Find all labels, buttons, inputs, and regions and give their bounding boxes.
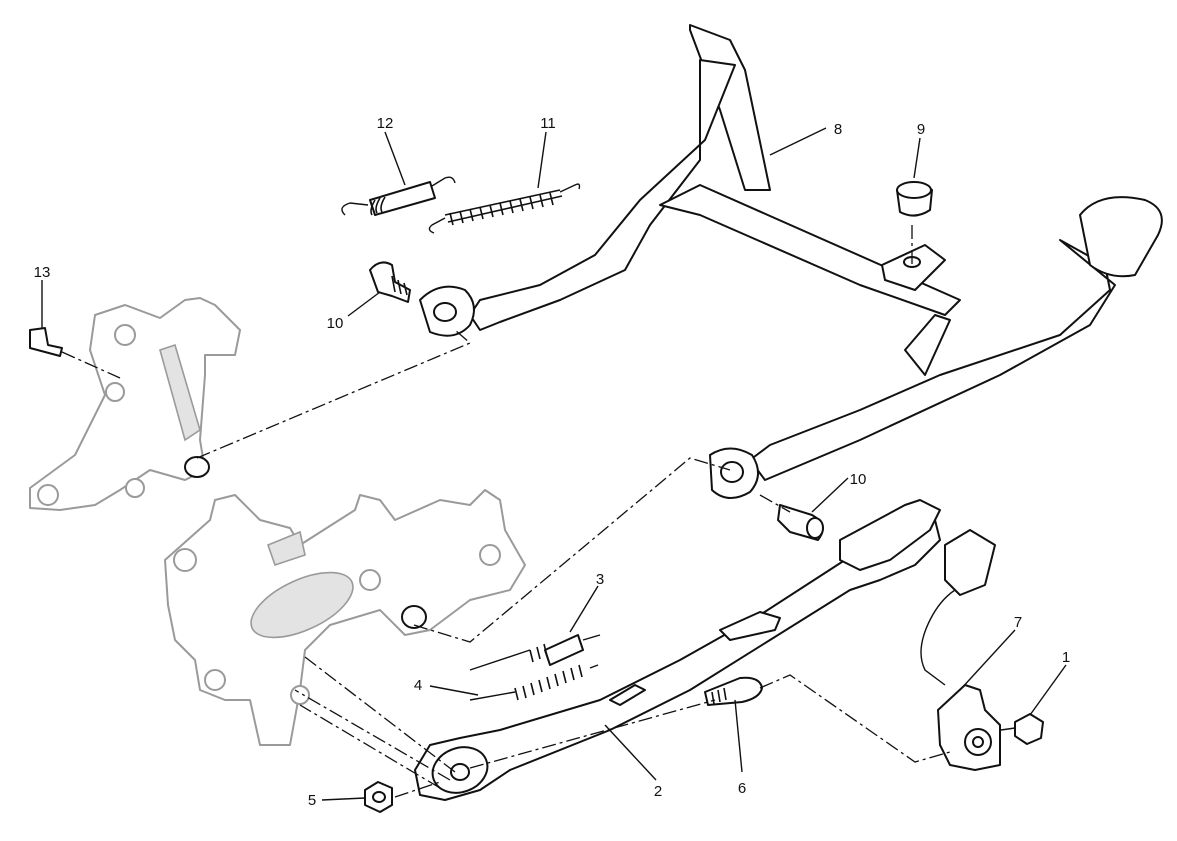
- callout-11: 11: [540, 115, 556, 132]
- callout-3: 3: [596, 571, 604, 588]
- callout-1: 1: [1062, 649, 1070, 666]
- bolt-13: [29, 327, 63, 357]
- callout-9: 9: [917, 121, 925, 138]
- bolt-6: [704, 676, 763, 706]
- pivot-bolt-10-upper: [369, 261, 411, 303]
- side-stand: [414, 499, 941, 801]
- callout-10-upper: 10: [327, 315, 344, 332]
- center-stand: [419, 24, 1163, 499]
- nut-5: [364, 781, 393, 813]
- spring-11: [428, 183, 581, 234]
- spring-4: [469, 664, 599, 701]
- callout-10-lower: 10: [850, 471, 867, 488]
- switch-7: [920, 529, 1001, 771]
- upper-frame-bracket: [29, 297, 241, 511]
- callout-2: 2: [654, 783, 662, 800]
- assembly-lines: [61, 225, 951, 798]
- callout-4: 4: [414, 677, 422, 694]
- callout-labels: 1 2 3 4 5 6 7 8 9 10 10 11 12 13: [34, 115, 1071, 809]
- spring-3: [469, 634, 601, 671]
- screw-1: [1000, 713, 1044, 745]
- leader-lines: [41, 127, 1067, 801]
- callout-5: 5: [308, 792, 316, 809]
- callout-13: 13: [34, 264, 51, 281]
- rubber-stop-9: [896, 181, 933, 217]
- callout-7: 7: [1014, 614, 1022, 631]
- callout-6: 6: [738, 780, 746, 797]
- spring-12: [341, 176, 456, 216]
- callout-12: 12: [377, 115, 394, 132]
- pivot-bolt-10-lower: [777, 504, 824, 541]
- callout-8: 8: [834, 121, 842, 138]
- lower-frame-bracket: [164, 489, 526, 746]
